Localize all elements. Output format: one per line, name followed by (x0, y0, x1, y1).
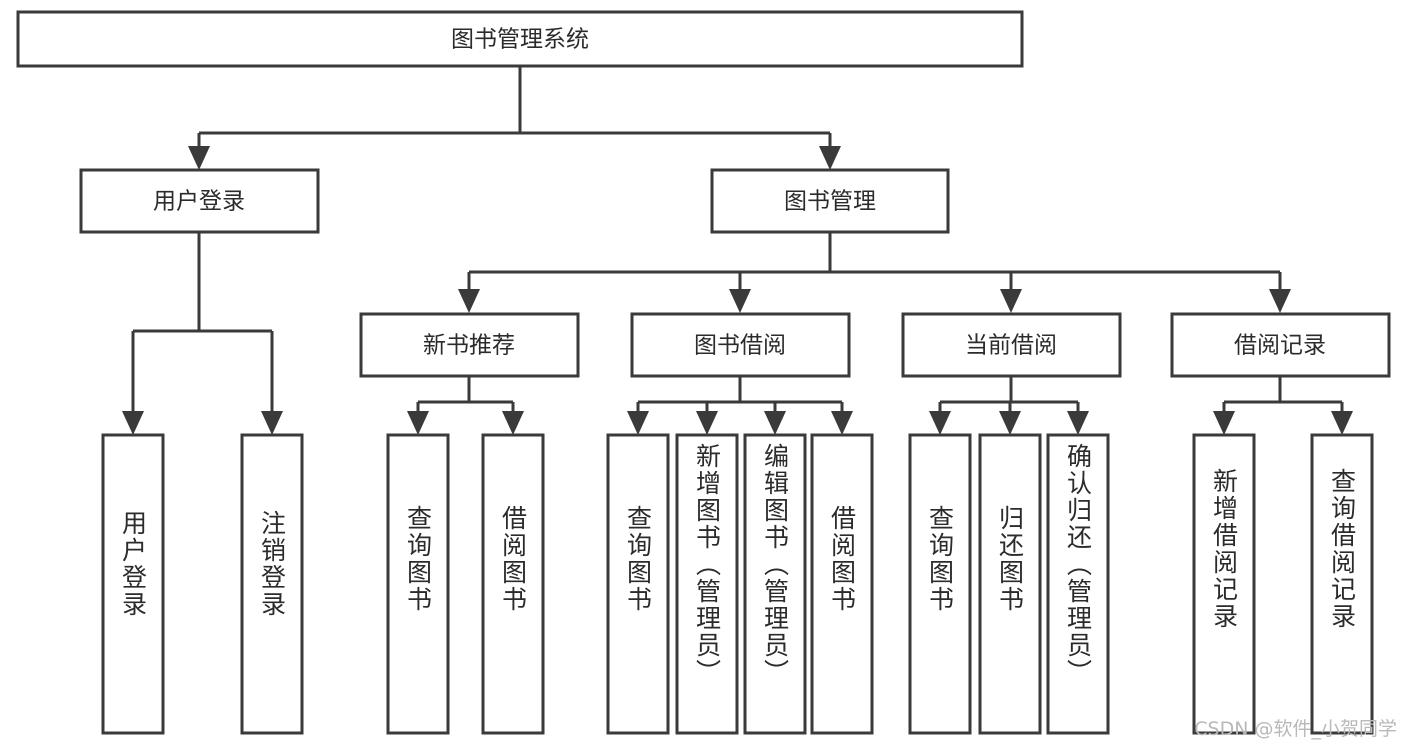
node-user-login[interactable]: 用户登录 (79, 168, 320, 234)
arrowhead-leaf-add-book (696, 411, 718, 435)
arrowhead-leaf-query-book-3 (929, 411, 951, 435)
node-book-manage-box[interactable] (710, 168, 950, 234)
connector-layer (122, 66, 1353, 435)
node-leaf-add-record-box[interactable] (1192, 433, 1256, 735)
node-root[interactable]: 图书管理系统 (16, 10, 1024, 68)
arrowhead-current-borrow (1000, 289, 1022, 313)
node-user-login-label: 用户登录 (153, 189, 245, 215)
arrowhead-leaf-borrow-book-2 (831, 411, 853, 435)
arrowhead-leaf-edit-book (764, 411, 786, 435)
node-leaf-query-book-2-box[interactable] (606, 433, 670, 735)
node-root-box[interactable] (16, 10, 1024, 68)
node-book-borrow-box[interactable] (630, 312, 851, 378)
node-leaf-add-book-box[interactable] (675, 433, 739, 735)
arrowhead-leaf-logout (261, 411, 283, 435)
arrowhead-leaf-return-book (999, 411, 1021, 435)
node-leaf-confirm-return-box[interactable] (1046, 433, 1110, 735)
arrowhead-leaf-user-login (122, 411, 144, 435)
arrowhead-borrow-record (1269, 289, 1291, 313)
node-book-manage-label: 图书管理 (784, 189, 876, 215)
arrowhead-leaf-query-book-1 (407, 411, 429, 435)
node-new-book-rec[interactable]: 新书推荐 (359, 312, 580, 378)
node-leaf-user-login-box[interactable] (101, 433, 165, 735)
node-borrow-record-label: 借阅记录 (1234, 333, 1326, 359)
arrowhead-new-book-rec (458, 289, 480, 313)
node-leaf-logout-box[interactable] (240, 433, 304, 735)
node-book-borrow-label: 图书借阅 (694, 333, 786, 359)
node-leaf-borrow-book-1-box[interactable] (481, 433, 545, 735)
node-current-borrow-box[interactable] (901, 312, 1122, 378)
arrowhead-leaf-borrow-book-1 (502, 411, 524, 435)
node-new-book-rec-box[interactable] (359, 312, 580, 378)
arrowhead-book-borrow (729, 289, 751, 313)
node-leaf-query-book-1-box[interactable] (386, 433, 450, 735)
node-current-borrow[interactable]: 当前借阅 (901, 312, 1122, 378)
arrowhead-leaf-confirm-return (1067, 411, 1089, 435)
node-borrow-record-box[interactable] (1170, 312, 1391, 378)
csdn-watermark: CSDN @软件_小贺同学 (1194, 718, 1397, 740)
node-leaf-edit-book-box[interactable] (743, 433, 807, 735)
node-root-label: 图书管理系统 (451, 27, 589, 53)
node-book-manage[interactable]: 图书管理 (710, 168, 950, 234)
node-leaf-return-book-box[interactable] (978, 433, 1042, 735)
node-borrow-record[interactable]: 借阅记录 (1170, 312, 1391, 378)
node-leaf-borrow-book-2-box[interactable] (810, 433, 874, 735)
node-leaf-query-record-box[interactable] (1310, 433, 1374, 735)
arrowhead-leaf-query-record (1331, 411, 1353, 435)
node-leaf-query-book-3-box[interactable] (908, 433, 972, 735)
node-new-book-rec-label: 新书推荐 (423, 333, 515, 359)
arrowhead-leaf-query-book-2 (627, 411, 649, 435)
node-user-login-box[interactable] (79, 168, 320, 234)
node-current-borrow-label: 当前借阅 (965, 333, 1057, 359)
arrowhead-leaf-add-record (1213, 411, 1235, 435)
arrowhead-user-login (188, 146, 210, 170)
node-book-borrow[interactable]: 图书借阅 (630, 312, 851, 378)
node-layer: 图书管理系统 用户登录 图书管理 新书推荐 图书借阅 当前 (16, 10, 1391, 735)
arrowhead-book-manage (819, 146, 841, 170)
